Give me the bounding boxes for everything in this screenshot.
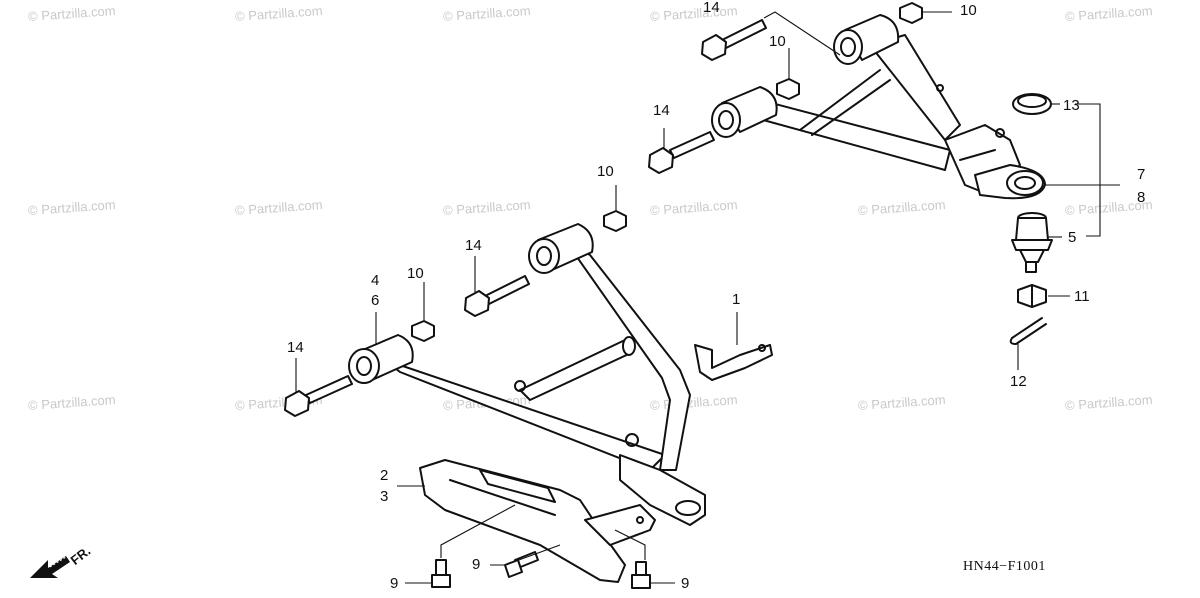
cotter-pin bbox=[1009, 317, 1047, 345]
callout-14a: 14 bbox=[703, 0, 720, 16]
callout-13: 13 bbox=[1063, 97, 1080, 114]
callout-2: 2 bbox=[380, 467, 389, 484]
flange-bolt bbox=[284, 19, 767, 417]
callout-7: 7 bbox=[1137, 166, 1146, 183]
callout-1: 1 bbox=[732, 291, 741, 308]
callout-14d: 14 bbox=[287, 339, 304, 356]
callout-14b: 14 bbox=[653, 102, 670, 119]
bracket bbox=[694, 344, 773, 381]
leader-lines bbox=[295, 11, 1120, 584]
callout-14c: 14 bbox=[465, 237, 482, 254]
upper-arm bbox=[711, 14, 1046, 200]
circlip bbox=[1012, 93, 1052, 115]
diagram-code: HN44−F1001 bbox=[963, 559, 1046, 574]
callout-10a: 10 bbox=[960, 2, 977, 19]
callout-6: 6 bbox=[371, 292, 380, 309]
callout-9b: 9 bbox=[472, 556, 481, 573]
callout-3: 3 bbox=[380, 488, 389, 505]
front-direction-arrow bbox=[30, 556, 70, 578]
arm-guard bbox=[419, 459, 656, 583]
callout-9a: 9 bbox=[390, 575, 399, 592]
callout-4: 4 bbox=[371, 272, 380, 289]
callout-10b: 10 bbox=[769, 33, 786, 50]
callout-10c: 10 bbox=[597, 163, 614, 180]
callout-9c: 9 bbox=[681, 575, 690, 592]
lower-arm bbox=[348, 223, 706, 526]
castle-nut bbox=[1017, 284, 1047, 308]
callout-5: 5 bbox=[1068, 229, 1077, 246]
flange-nut bbox=[411, 2, 923, 342]
callout-8: 8 bbox=[1137, 189, 1146, 206]
ball-joint bbox=[1011, 212, 1053, 273]
callout-10d: 10 bbox=[407, 265, 424, 282]
small-bolt bbox=[431, 551, 651, 589]
callout-12: 12 bbox=[1010, 373, 1027, 390]
callout-11: 11 bbox=[1074, 288, 1090, 305]
